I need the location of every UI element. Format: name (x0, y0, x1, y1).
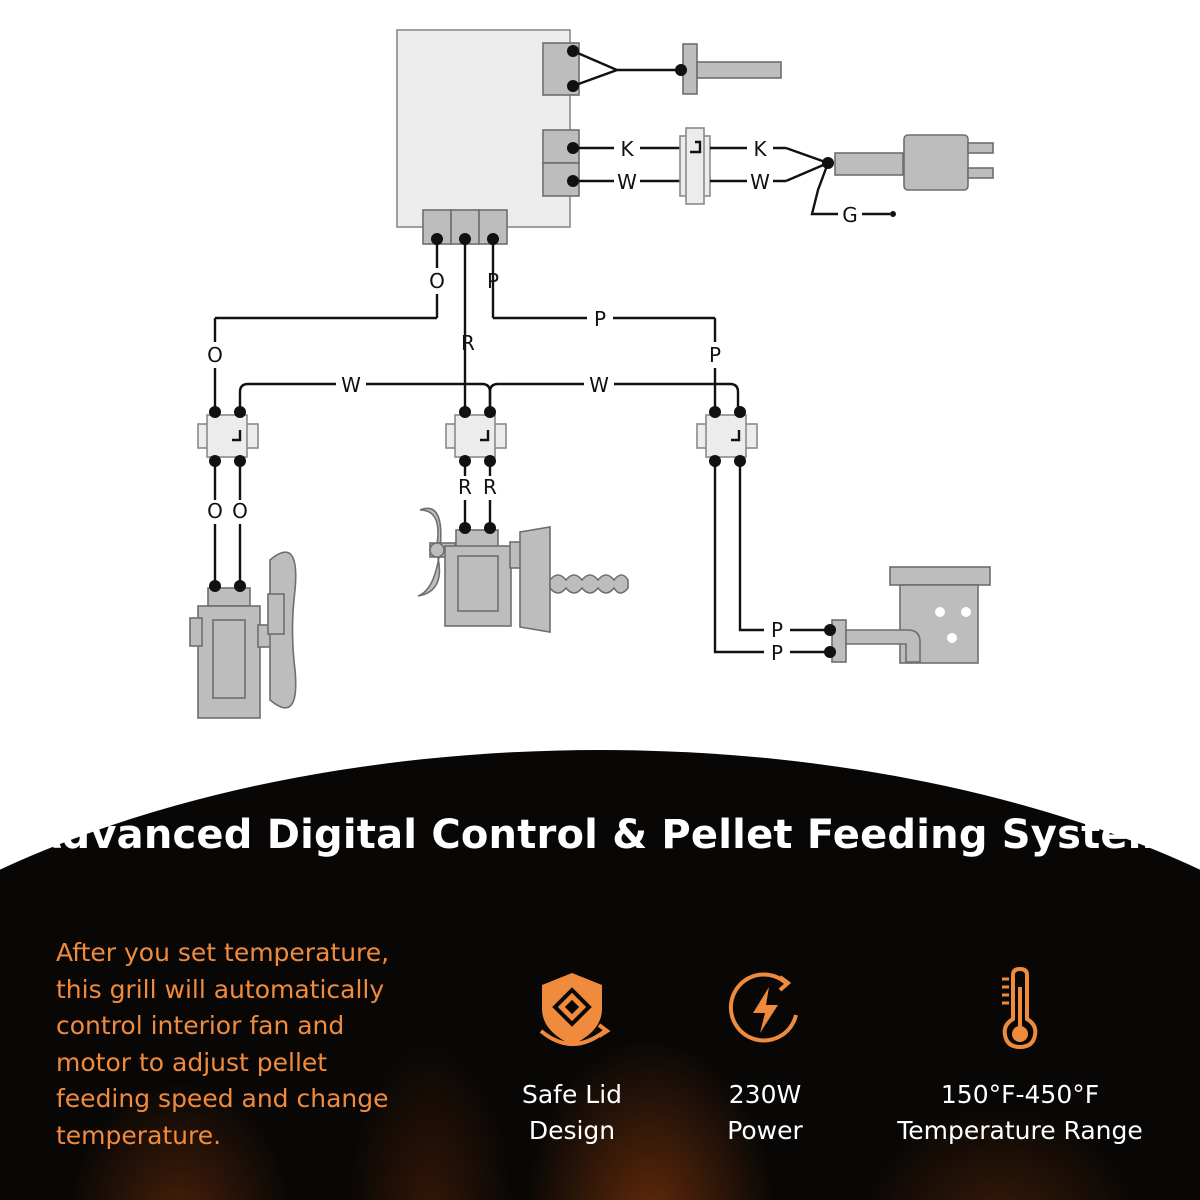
feature-label-line: Temperature Range (897, 1116, 1143, 1145)
igniter (824, 566, 991, 664)
banner-description: After you set temperature, this grill wi… (56, 935, 436, 1154)
wire-label-ground: G (842, 203, 858, 227)
feature-label: 150°F-450°F Temperature Range (870, 1077, 1170, 1149)
power-plug (785, 134, 994, 217)
feature-label: 230W Power (690, 1077, 840, 1149)
feature-label-line: Design (528, 1116, 616, 1145)
feature-banner (0, 750, 1200, 1200)
feature-safe-lid: Safe Lid Design (497, 965, 647, 1149)
description-line: temperature. (56, 1120, 222, 1150)
switch-right (696, 406, 758, 467)
wire-label-purple-top: P (487, 269, 499, 293)
description-line: control interior fan and (56, 1011, 345, 1040)
feature-label-line: Power (727, 1116, 803, 1145)
thermometer-icon (1002, 966, 1038, 1050)
feature-label-line: Safe Lid (521, 1080, 623, 1109)
feature-temperature: 150°F-450°F Temperature Range (870, 965, 1170, 1149)
wire-label-orange-out-2: O (232, 499, 248, 523)
wire-label-red-out-1: R (458, 475, 472, 499)
wire-label-orange-drop: O (207, 343, 223, 367)
feature-label-line: 230W (728, 1080, 802, 1109)
feature-power: 230W Power (690, 965, 840, 1149)
wire-label-w-left: W (617, 170, 637, 194)
wire-label-white-left: W (341, 373, 361, 397)
wire-label-orange-top: O (429, 269, 445, 293)
auger-motor (417, 507, 629, 633)
temperature-probe (572, 43, 782, 95)
wire-label-w-right: W (750, 170, 770, 194)
switch-middle (445, 406, 507, 467)
shield-icon (539, 973, 611, 1046)
feature-label-line: 150°F-450°F (940, 1080, 1100, 1109)
description-line: After you set temperature, (56, 938, 390, 967)
wiring-diagram: K W K W G O R P P O P W W O O R R P P (189, 29, 994, 719)
banner-headline: Advanced Digital Control & Pellet Feedin… (30, 812, 1170, 858)
wire-label-purple-mid: P (594, 307, 606, 331)
fan-motor (189, 551, 297, 719)
switch-left (197, 406, 259, 467)
wire-label-purple-out-2: P (771, 641, 783, 665)
wire-label-red-top: R (461, 331, 475, 355)
controller-box (396, 29, 580, 245)
wire-runs (213, 239, 740, 412)
wire-label-red-out-2: R (483, 475, 497, 499)
wire-label-purple-out-1: P (771, 618, 783, 642)
feature-label: Safe Lid Design (497, 1077, 647, 1149)
wire-label-white-right: W (589, 373, 609, 397)
wire-label-k-right: K (753, 137, 767, 161)
power-bolt-icon (728, 972, 798, 1043)
description-line: motor to adjust pellet (56, 1047, 328, 1077)
wire-label-purple-drop: P (709, 343, 721, 367)
wire-label-k-left: K (620, 137, 634, 161)
description-line: feeding speed and change (56, 1084, 389, 1113)
description-line: this grill will automatically (56, 974, 385, 1004)
wire-label-orange-out-1: O (207, 499, 223, 523)
